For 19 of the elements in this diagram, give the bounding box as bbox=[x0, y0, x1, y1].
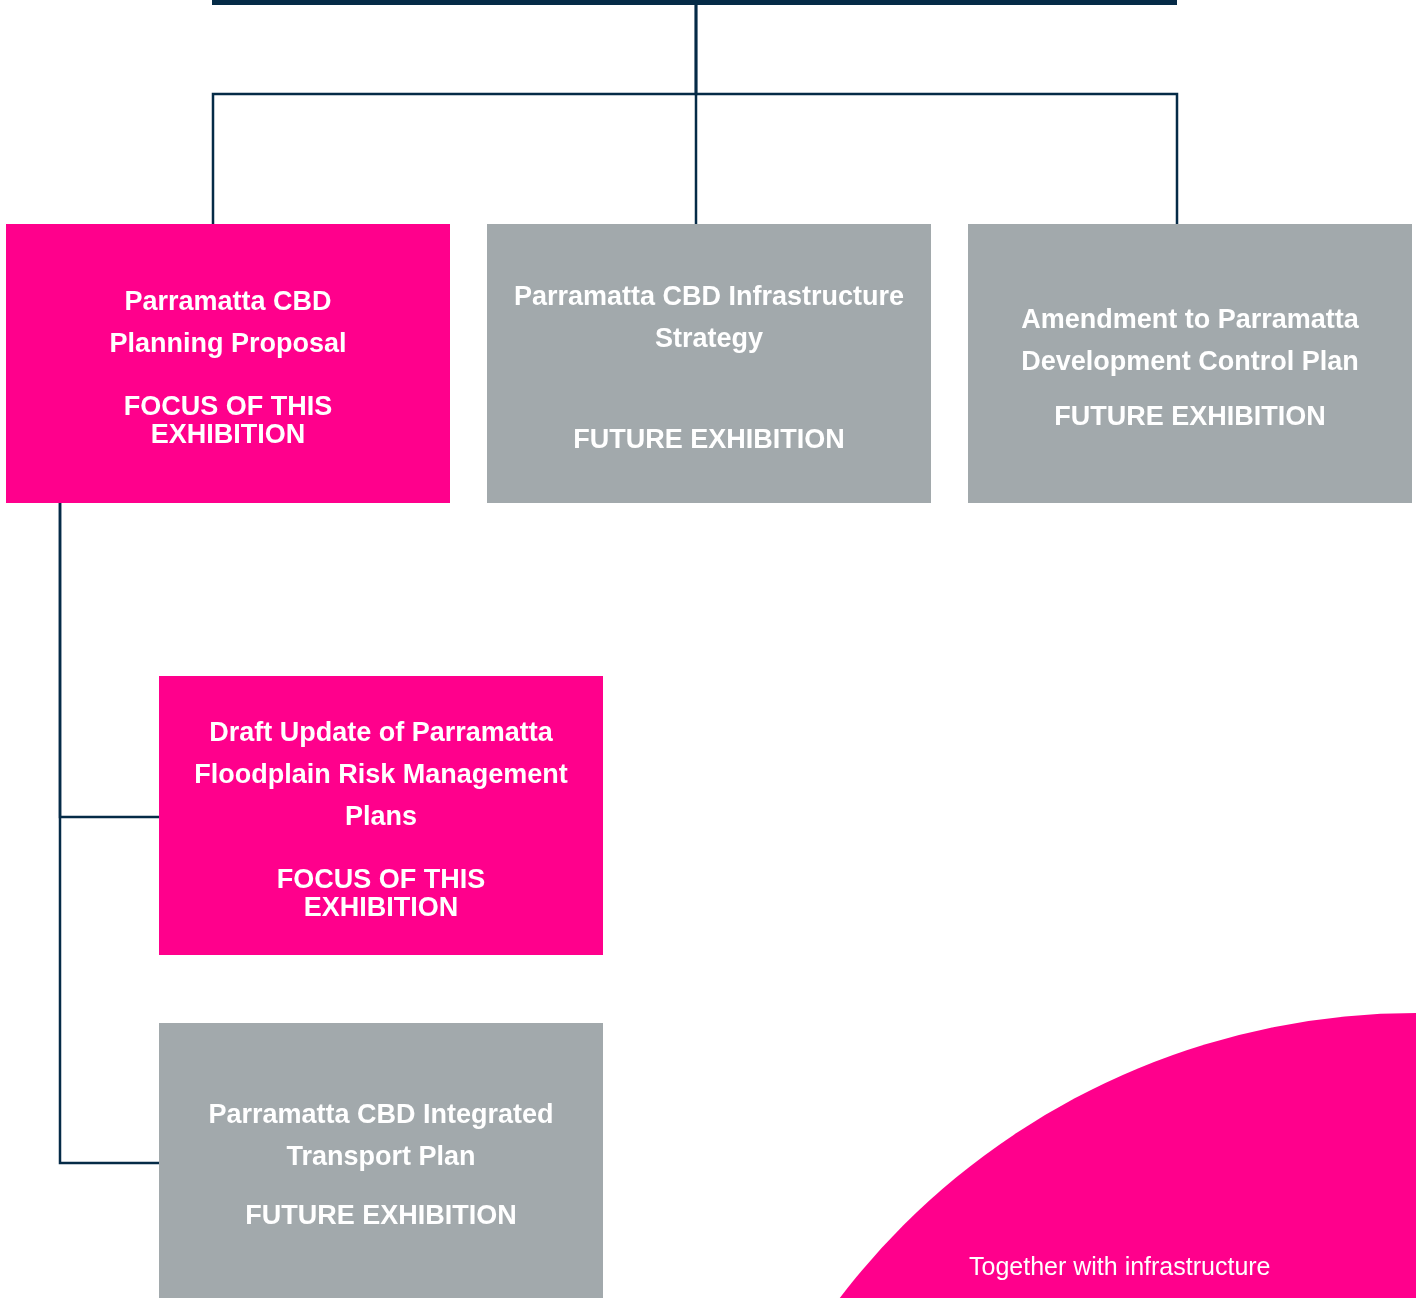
box-title: Draft Update of Parramatta Floodplain Risk Management Plans bbox=[193, 715, 569, 833]
box-title: Amendment to Parramatta Development Control Plan bbox=[1020, 302, 1360, 378]
exhibition-status: FOCUS OF THIS EXHIBITION bbox=[122, 391, 334, 448]
header-bar bbox=[212, 0, 1177, 5]
exhibition-status: FUTURE EXHIBITION bbox=[1054, 401, 1326, 430]
exhibition-status: FUTURE EXHIBITION bbox=[245, 1201, 517, 1229]
process-box bbox=[159, 676, 603, 955]
process-box bbox=[159, 1023, 603, 1298]
process-box bbox=[6, 224, 450, 503]
process-box bbox=[487, 224, 931, 503]
exhibition-status: FUTURE EXHIBITION bbox=[573, 424, 845, 453]
box-title: Parramatta CBD Infrastructure Strategy bbox=[512, 279, 906, 355]
connector-line bbox=[694, 5, 1179, 224]
box-title: Parramatta CBD Integrated Transport Plan bbox=[207, 1098, 555, 1173]
connector-line bbox=[58, 503, 159, 1165]
exhibition-status: FOCUS OF THIS EXHIBITION bbox=[275, 864, 487, 921]
box-title: Parramatta CBD Planning Proposal bbox=[108, 284, 348, 360]
process-box bbox=[968, 224, 1412, 503]
body-text: Together with infrastructure bbox=[969, 1252, 1271, 1281]
